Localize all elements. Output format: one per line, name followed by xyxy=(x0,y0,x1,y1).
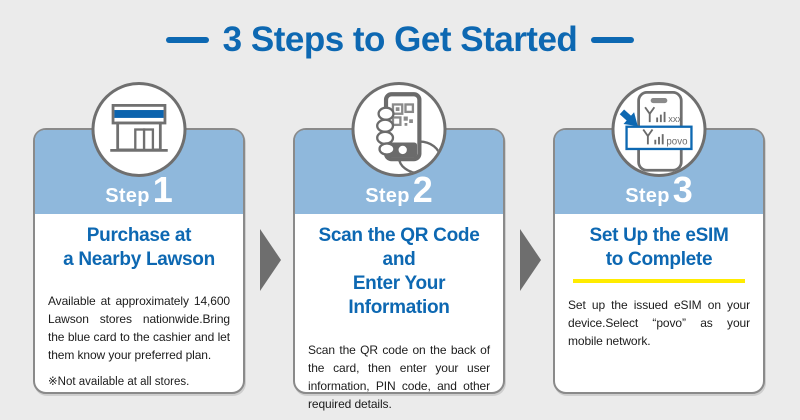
step3-description: Set up the issued eSIM on your device.Se… xyxy=(568,298,750,349)
step3-number: 3 xyxy=(672,169,693,210)
step1-note: ※Not available at all stores. xyxy=(48,376,190,389)
page-title-row: 3 Steps to Get Started xyxy=(0,20,800,60)
step1-number: 1 xyxy=(152,169,173,210)
select-povo-arrow-icon xyxy=(619,109,638,127)
step3-icon-badge: xxx povo xyxy=(611,82,707,177)
step1-to-step2-arrow-icon xyxy=(260,229,281,291)
step1-label-row: Step 1 xyxy=(35,169,243,210)
step3-yellow-underline xyxy=(572,279,746,284)
step2-label: Step xyxy=(365,185,410,207)
page-title: 3 Steps to Get Started xyxy=(222,20,578,59)
lawson-store-icon xyxy=(110,104,168,152)
title-dash-left xyxy=(165,37,209,44)
network-option-povo-label: povo xyxy=(666,136,687,147)
esim-setup-phone-icon: xxx povo xyxy=(619,91,693,172)
step2-title: Scan the QR Code and Enter Your Informat… xyxy=(318,225,480,319)
step1-description: Available at approximately 14,600 Lawson… xyxy=(48,294,230,363)
step2-number: 2 xyxy=(412,169,433,210)
step1-label: Step xyxy=(105,185,150,207)
title-dash-right xyxy=(591,37,635,44)
step1-icon-badge xyxy=(91,82,187,177)
step2-icon-badge xyxy=(351,82,447,177)
step-card-2: Step 2 Sca xyxy=(293,82,505,411)
step-card-3: Step 3 xxx xyxy=(553,82,765,394)
step2-description: Scan the QR code on the back of the card… xyxy=(308,342,490,411)
step2-content: Scan the QR Code and Enter Your Informat… xyxy=(295,214,503,411)
qr-scan-phone-icon xyxy=(376,92,441,174)
step1-content: Purchase at a Nearby Lawson Available at… xyxy=(35,214,243,392)
step3-content: Set Up the eSIM to Complete Set up the i… xyxy=(555,214,763,392)
step1-title: Purchase at a Nearby Lawson xyxy=(63,225,215,271)
step2-label-row: Step 2 xyxy=(295,169,503,210)
step3-label: Step xyxy=(625,185,670,207)
step3-title: Set Up the eSIM to Complete xyxy=(589,225,729,271)
network-option-xxx-label: xxx xyxy=(668,114,682,124)
step-card-1: Step 1 Purchase at a Nearby Lawson Avail… xyxy=(33,82,245,394)
step2-to-step3-arrow-icon xyxy=(520,229,541,291)
step3-label-row: Step 3 xyxy=(555,169,763,210)
